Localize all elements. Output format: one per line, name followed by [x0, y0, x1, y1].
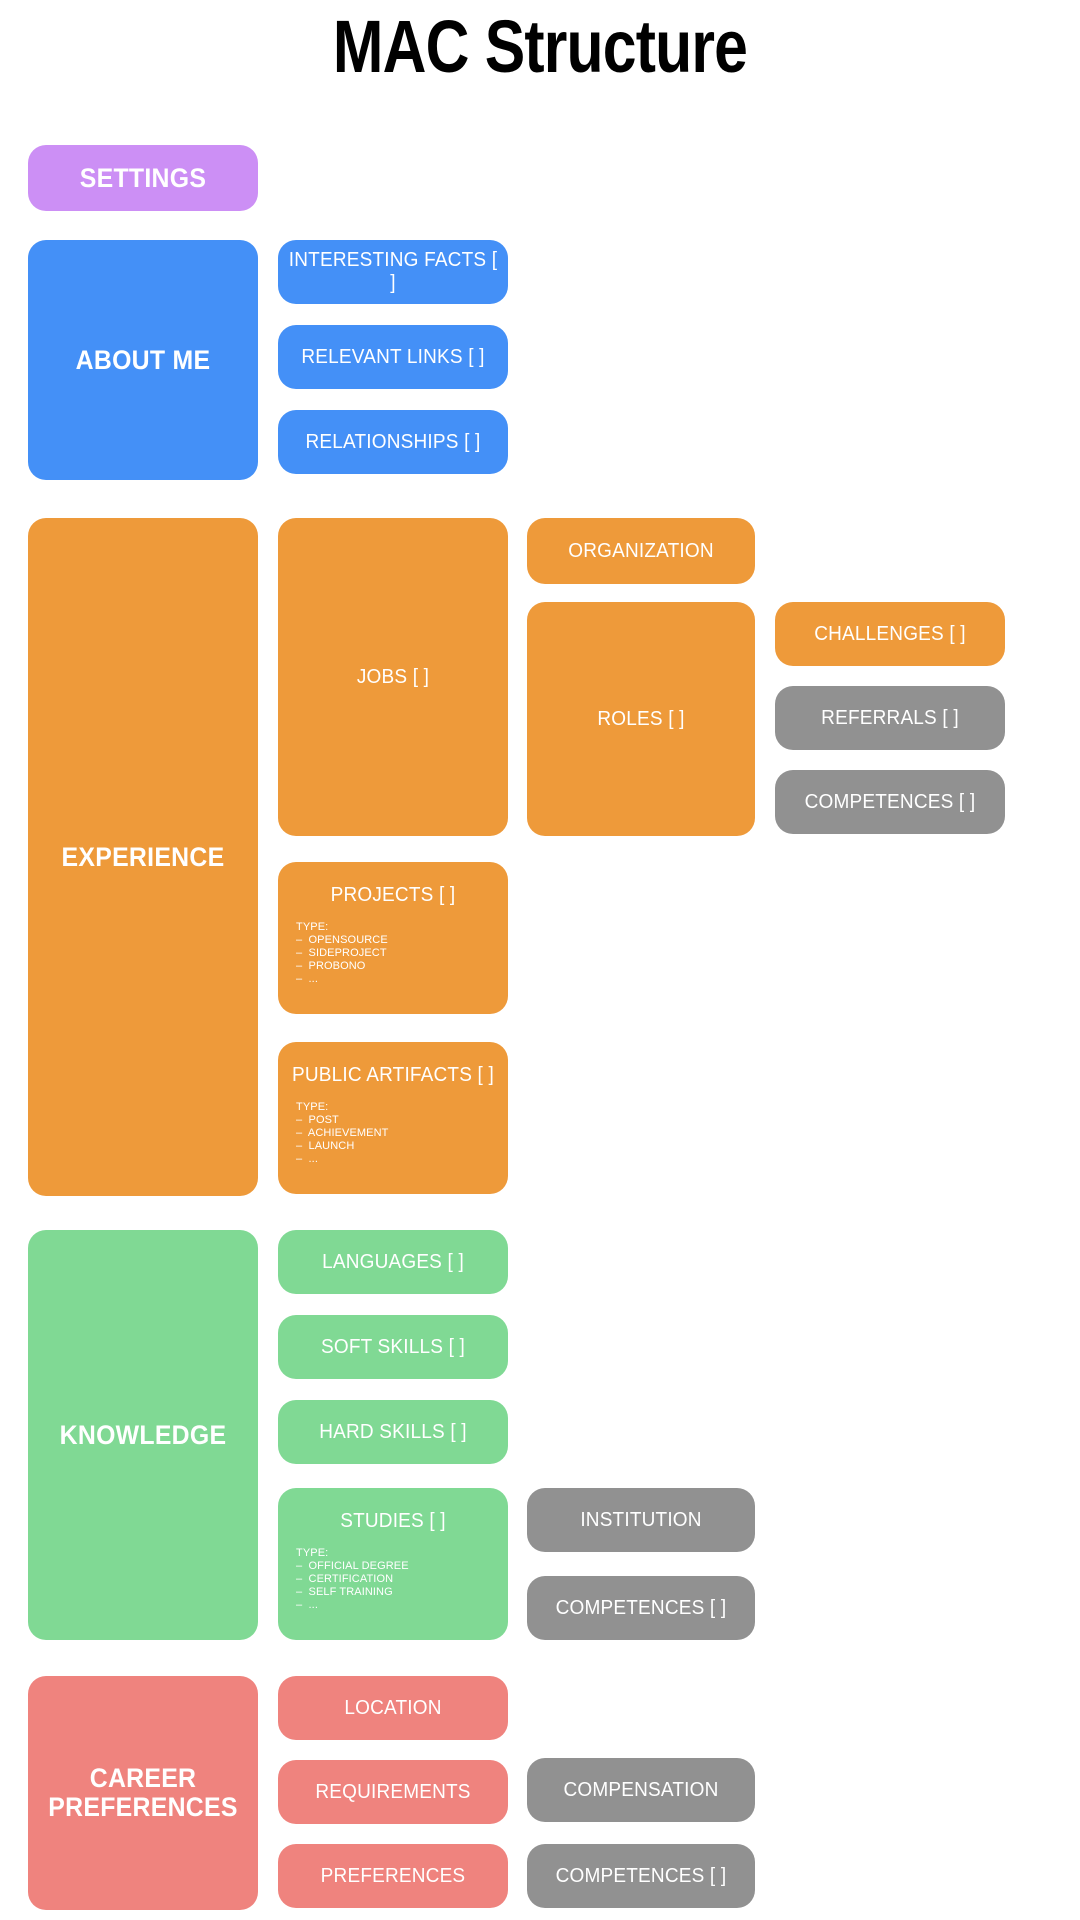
type-item: – LAUNCH [296, 1139, 355, 1152]
node-projects-type-list: TYPE: – OPENSOURCE – SIDEPROJECT – PROBO… [296, 921, 508, 986]
node-compensation-label: COMPENSATION [563, 1778, 719, 1801]
node-experience-referrals[interactable]: REFERRALS [ ] [775, 686, 1005, 750]
node-knowledge[interactable]: KNOWLEDGE [28, 1230, 258, 1640]
node-organization-label: ORGANIZATION [568, 539, 714, 562]
node-languages-label: LANGUAGES [ ] [322, 1250, 464, 1273]
type-item: – OFFICIAL DEGREE [296, 1559, 409, 1572]
node-challenges[interactable]: CHALLENGES [ ] [775, 602, 1005, 666]
node-relevant-links[interactable]: RELEVANT LINKS [ ] [278, 325, 508, 389]
type-item: – ... [296, 972, 318, 985]
type-item: – POST [296, 1113, 339, 1126]
node-career-competences[interactable]: COMPETENCES [ ] [527, 1844, 755, 1908]
type-item: – ACHIEVEMENT [296, 1126, 389, 1139]
node-public-artifacts[interactable]: PUBLIC ARTIFACTS [ ] TYPE: – POST – ACHI… [278, 1042, 508, 1194]
node-preferences[interactable]: PREFERENCES [278, 1844, 508, 1908]
node-location[interactable]: LOCATION [278, 1676, 508, 1740]
node-institution[interactable]: INSTITUTION [527, 1488, 755, 1552]
node-soft-skills-label: SOFT SKILLS [ ] [320, 1335, 465, 1358]
node-jobs[interactable]: JOBS [ ] [278, 518, 508, 836]
node-knowledge-competences-label: COMPETENCES [ ] [555, 1596, 727, 1619]
node-roles[interactable]: ROLES [ ] [527, 602, 755, 836]
node-preferences-label: PREFERENCES [320, 1864, 466, 1887]
node-experience-competences[interactable]: COMPETENCES [ ] [775, 770, 1005, 834]
node-languages[interactable]: LANGUAGES [ ] [278, 1230, 508, 1294]
node-career-preferences-label-line1: CAREER [89, 1762, 197, 1793]
type-heading: TYPE: [296, 921, 329, 933]
node-about-me[interactable]: ABOUT ME [28, 240, 258, 480]
node-challenges-label: CHALLENGES [ ] [814, 622, 966, 645]
node-studies[interactable]: STUDIES [ ] TYPE: – OFFICIAL DEGREE – CE… [278, 1488, 508, 1640]
node-soft-skills[interactable]: SOFT SKILLS [ ] [278, 1315, 508, 1379]
node-projects-label: PROJECTS [ ] [330, 884, 456, 906]
node-location-label: LOCATION [344, 1696, 442, 1719]
node-requirements-label: REQUIREMENTS [315, 1780, 471, 1803]
node-roles-label: ROLES [ ] [597, 707, 685, 730]
node-public-artifacts-type-list: TYPE: – POST – ACHIEVEMENT – LAUNCH – ..… [296, 1101, 508, 1166]
type-heading: TYPE: [296, 1547, 329, 1559]
node-projects[interactable]: PROJECTS [ ] TYPE: – OPENSOURCE – SIDEPR… [278, 862, 508, 1014]
node-settings-label: SETTINGS [79, 162, 207, 193]
type-heading: TYPE: [296, 1101, 329, 1113]
type-item: – ... [296, 1152, 318, 1165]
node-hard-skills[interactable]: HARD SKILLS [ ] [278, 1400, 508, 1464]
type-item: – SIDEPROJECT [296, 946, 387, 959]
node-interesting-facts-label: INTERESTING FACTS [ ] [288, 249, 498, 294]
type-item: – SELF TRAINING [296, 1585, 393, 1598]
node-about-me-label: ABOUT ME [75, 344, 211, 375]
node-relationships-label: RELATIONSHIPS [ ] [305, 430, 481, 453]
node-compensation[interactable]: COMPENSATION [527, 1758, 755, 1822]
node-relevant-links-label: RELEVANT LINKS [ ] [301, 345, 485, 368]
node-experience-referrals-label: REFERRALS [ ] [821, 706, 959, 729]
node-knowledge-label: KNOWLEDGE [59, 1419, 227, 1450]
node-public-artifacts-label: PUBLIC ARTIFACTS [ ] [292, 1064, 494, 1086]
node-studies-label: STUDIES [ ] [340, 1510, 446, 1532]
node-settings[interactable]: SETTINGS [28, 145, 258, 211]
node-knowledge-competences[interactable]: COMPETENCES [ ] [527, 1576, 755, 1640]
node-career-preferences-label-line2: PREFERENCES [48, 1792, 238, 1822]
type-item: – ... [296, 1598, 318, 1611]
node-career-competences-label: COMPETENCES [ ] [555, 1864, 727, 1887]
node-institution-label: INSTITUTION [580, 1508, 702, 1531]
type-item: – OPENSOURCE [296, 933, 388, 946]
type-item: – PROBONO [296, 959, 366, 972]
node-experience-competences-label: COMPETENCES [ ] [804, 790, 976, 813]
type-item: – CERTIFICATION [296, 1572, 394, 1585]
node-requirements[interactable]: REQUIREMENTS [278, 1760, 508, 1824]
node-experience-label: EXPERIENCE [61, 841, 225, 872]
node-career-preferences[interactable]: CAREER PREFERENCES [28, 1676, 258, 1910]
node-organization[interactable]: ORGANIZATION [527, 518, 755, 584]
node-hard-skills-label: HARD SKILLS [ ] [319, 1420, 467, 1443]
node-studies-type-list: TYPE: – OFFICIAL DEGREE – CERTIFICATION … [296, 1547, 508, 1612]
page-title: MAC Structure [332, 5, 748, 88]
node-relationships[interactable]: RELATIONSHIPS [ ] [278, 410, 508, 474]
node-jobs-label: JOBS [ ] [356, 665, 430, 688]
node-experience[interactable]: EXPERIENCE [28, 518, 258, 1196]
node-interesting-facts[interactable]: INTERESTING FACTS [ ] [278, 240, 508, 304]
